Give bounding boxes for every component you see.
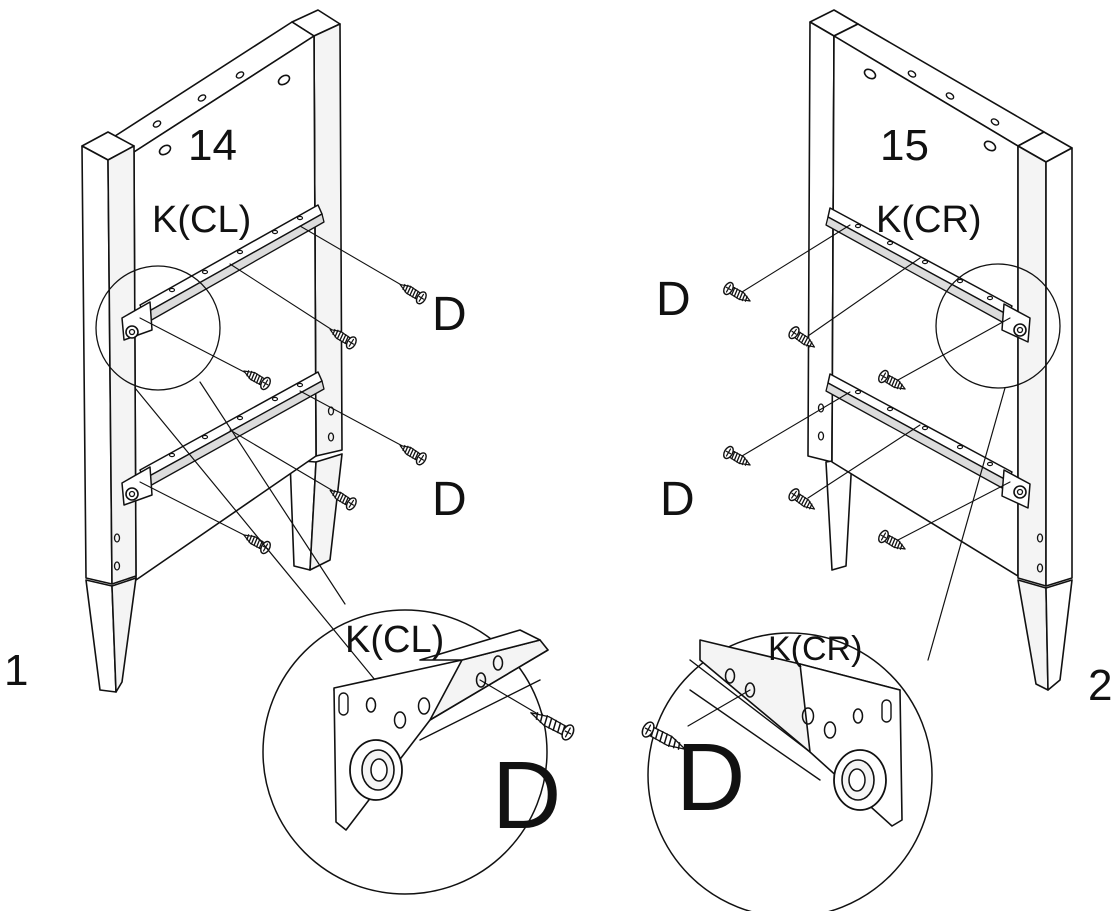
step-number-2: 2 — [1088, 661, 1112, 710]
part-number-15: 15 — [880, 121, 929, 170]
part-number-14: 14 — [188, 121, 237, 170]
zoom-screw-label-right: D — [676, 724, 745, 831]
screw-label-d: D — [432, 288, 467, 341]
left-zoom-detail — [262, 609, 577, 895]
screw-icon — [721, 280, 755, 308]
zoom-screw-label-left: D — [492, 742, 561, 849]
rail-label-right: K(CR) — [876, 199, 982, 241]
screw-icon — [239, 528, 273, 556]
screw-icon — [721, 444, 755, 472]
screw-label-d: D — [660, 473, 695, 526]
right-side-panel — [721, 9, 1073, 691]
screw-icon — [786, 486, 819, 516]
rail-label-left: K(CL) — [152, 199, 251, 241]
zoom-rail-label-right: K(CR) — [768, 630, 862, 668]
screw-icon — [876, 528, 910, 556]
step-number-1: 1 — [4, 646, 28, 695]
screw-icon — [395, 278, 429, 307]
left-detail-callout-circle — [95, 265, 221, 391]
right-detail-callout-circle — [935, 263, 1061, 389]
zoom-rail-label-left: K(CL) — [345, 619, 444, 661]
screw-icon — [395, 439, 429, 468]
right-drawer-rail-upper — [825, 207, 1031, 343]
left-drawer-rail-upper — [121, 204, 325, 341]
right-zoom-detail — [639, 632, 933, 911]
right-drawer-rail-lower — [825, 373, 1031, 509]
screw-icon — [526, 704, 577, 743]
left-side-panel — [81, 9, 429, 693]
screw-label-d: D — [432, 473, 467, 526]
screw-label-d: D — [656, 273, 691, 326]
